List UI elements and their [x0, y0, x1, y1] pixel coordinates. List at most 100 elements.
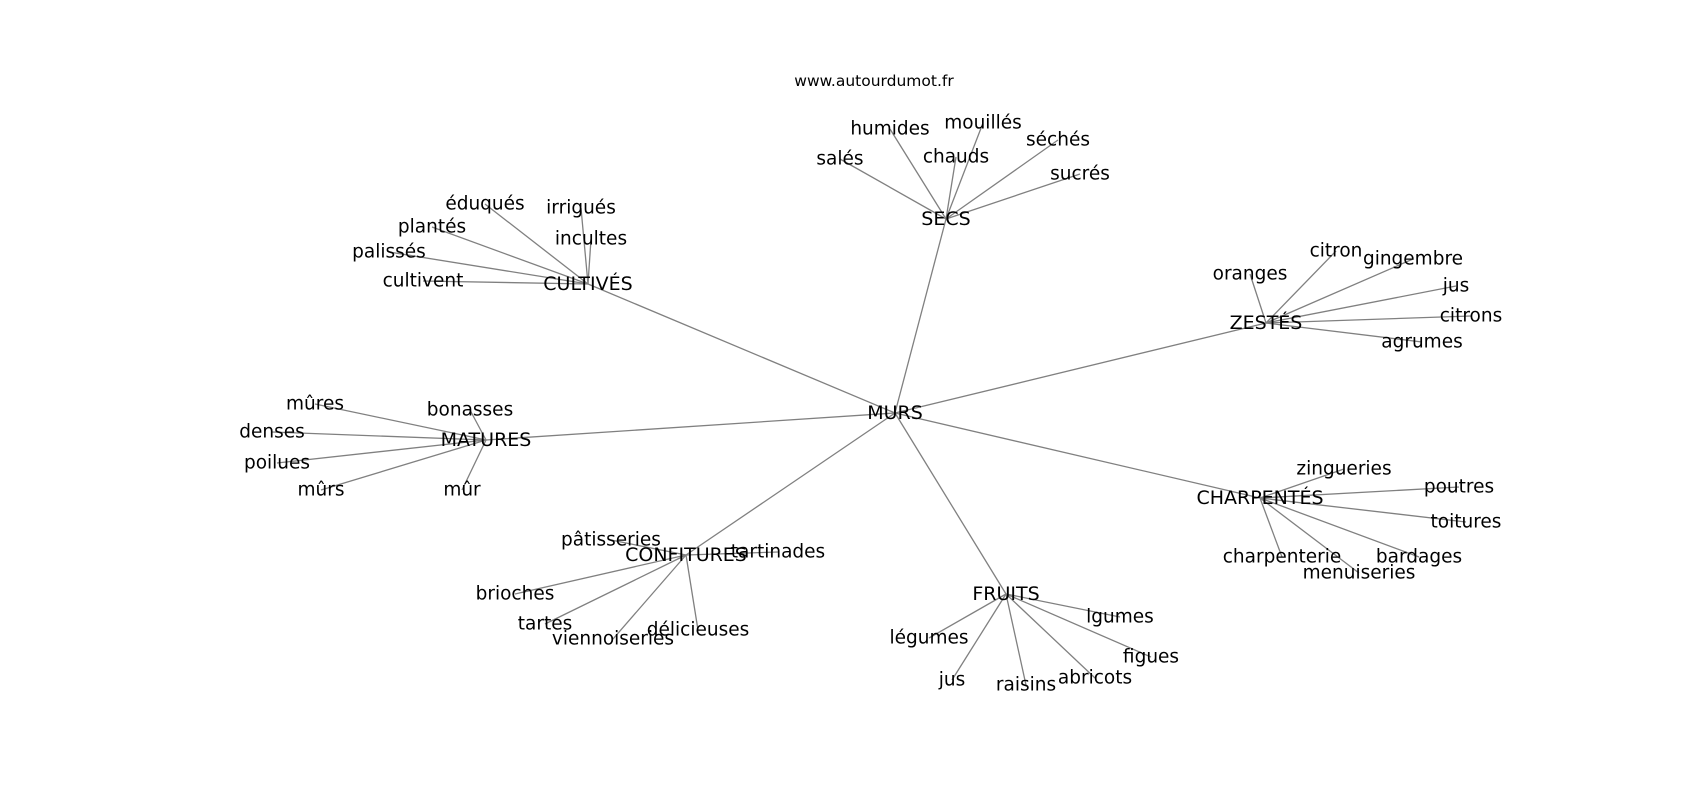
edge-secs-3 [839, 158, 947, 220]
word-node-matures-5: mûr [443, 480, 481, 501]
group-node-cultives: CULTIVÉS [543, 272, 632, 295]
word-node-cultives-1: irrigués [546, 198, 616, 219]
word-node-cultives-3: incultes [555, 229, 627, 250]
edge-cultives-3 [587, 238, 592, 285]
edge-center-confitures [685, 412, 896, 556]
word-node-matures-2: denses [239, 422, 305, 443]
word-node-charpentes-2: toitures [1431, 512, 1502, 533]
word-node-secs-4: chauds [923, 147, 989, 168]
edge-cultives-2 [431, 226, 589, 285]
edge-fruits-2 [1005, 593, 1152, 658]
word-node-charpentes-3: charpenterie [1223, 547, 1341, 568]
word-node-secs-3: salés [816, 149, 863, 170]
word-node-cultives-4: palissés [352, 242, 426, 263]
word-node-fruits-1: légumes [889, 628, 968, 649]
edge-charpentes-2 [1259, 497, 1467, 523]
edge-zestes-2 [1249, 273, 1267, 324]
word-node-zestes-4: citrons [1440, 306, 1502, 327]
word-node-fruits-0: lgumes [1086, 607, 1154, 628]
word-node-matures-4: mûrs [298, 480, 345, 501]
word-node-charpentes-5: menuiseries [1303, 563, 1416, 584]
edge-zestes-0 [1265, 250, 1337, 324]
word-node-cultives-2: plantés [398, 217, 466, 238]
edge-secs-4 [945, 156, 957, 220]
word-node-confitures-3: tartes [518, 614, 572, 635]
edge-charpentes-1 [1259, 486, 1460, 499]
edge-matures-3 [276, 439, 487, 464]
edge-zestes-4 [1265, 315, 1472, 324]
word-node-secs-1: mouillés [944, 113, 1022, 134]
center-node-label: MURS [867, 402, 923, 424]
group-node-matures: MATURES [441, 429, 532, 451]
edge-secs-2 [945, 139, 1059, 220]
edge-matures-4 [320, 439, 487, 491]
word-node-secs-2: séchés [1026, 130, 1090, 151]
word-node-matures-1: bonasses [427, 400, 513, 421]
edge-center-matures [485, 412, 896, 441]
group-node-confitures: CONFITURES [625, 544, 747, 566]
edge-layer [271, 122, 1472, 686]
edge-secs-1 [945, 122, 984, 220]
edge-charpentes-5 [1259, 497, 1360, 574]
group-node-secs: SECS [921, 208, 970, 230]
word-node-fruits-4: raisins [996, 675, 1056, 696]
word-node-secs-5: sucrés [1050, 164, 1110, 185]
word-node-secs-0: humides [850, 119, 929, 140]
word-node-matures-0: mûres [286, 394, 344, 415]
edge-matures-5 [461, 439, 487, 491]
edge-cultives-5 [422, 280, 589, 285]
edge-zestes-3 [1265, 285, 1457, 324]
edge-confitures-0 [610, 539, 687, 556]
edge-center-zestes [894, 322, 1267, 414]
edge-confitures-3 [544, 554, 687, 625]
word-node-zestes-3: jus [1442, 276, 1470, 297]
edge-secs-0 [889, 128, 947, 220]
word-node-cultives-5: cultivent [383, 271, 464, 292]
edge-fruits-5 [1005, 593, 1096, 679]
word-node-charpentes-1: poutres [1424, 477, 1494, 498]
word-node-charpentes-0: zingueries [1296, 459, 1391, 480]
site-credit: www.autourdumot.fr [794, 72, 954, 90]
edge-charpentes-3 [1259, 497, 1283, 558]
word-node-confitures-4: viennoiseries [552, 629, 674, 650]
edge-cultives-1 [580, 207, 589, 285]
word-node-confitures-2: brioches [476, 584, 555, 605]
edge-fruits-4 [1005, 593, 1027, 686]
word-node-zestes-5: agrumes [1381, 332, 1462, 353]
edge-center-charpentes [894, 412, 1261, 499]
edge-fruits-0 [1005, 593, 1121, 618]
edge-cultives-4 [388, 251, 589, 285]
edge-center-secs [894, 218, 947, 414]
edge-zestes-5 [1265, 322, 1423, 343]
edge-confitures-4 [612, 554, 687, 640]
word-node-confitures-1: tartinades [731, 542, 825, 563]
group-node-charpentes: CHARPENTÉS [1196, 486, 1323, 509]
edge-matures-2 [271, 431, 487, 441]
word-node-matures-3: poilues [244, 453, 310, 474]
word-node-zestes-1: gingembre [1363, 249, 1463, 270]
edge-matures-1 [469, 409, 487, 441]
edge-matures-0 [314, 403, 487, 441]
edge-confitures-5 [685, 554, 699, 631]
edge-center-cultives [587, 283, 896, 414]
group-node-fruits: FRUITS [972, 583, 1039, 605]
edge-secs-5 [945, 173, 1081, 220]
edge-center-fruits [894, 412, 1007, 595]
edge-cultives-0 [484, 203, 589, 285]
word-node-charpentes-4: bardages [1376, 547, 1462, 568]
edge-fruits-1 [928, 593, 1007, 639]
edge-confitures-2 [514, 554, 687, 595]
word-node-fruits-2: figues [1123, 647, 1179, 668]
word-node-fruits-3: jus [938, 670, 966, 691]
edge-fruits-3 [951, 593, 1007, 681]
word-node-zestes-2: oranges [1213, 264, 1288, 285]
edge-charpentes-0 [1259, 468, 1345, 499]
word-node-confitures-0: pâtisseries [561, 530, 661, 551]
word-node-zestes-0: citron [1310, 241, 1363, 262]
edge-confitures-1 [685, 551, 779, 556]
word-node-cultives-0: éduqués [445, 194, 524, 215]
word-node-fruits-5: abricots [1058, 668, 1132, 689]
